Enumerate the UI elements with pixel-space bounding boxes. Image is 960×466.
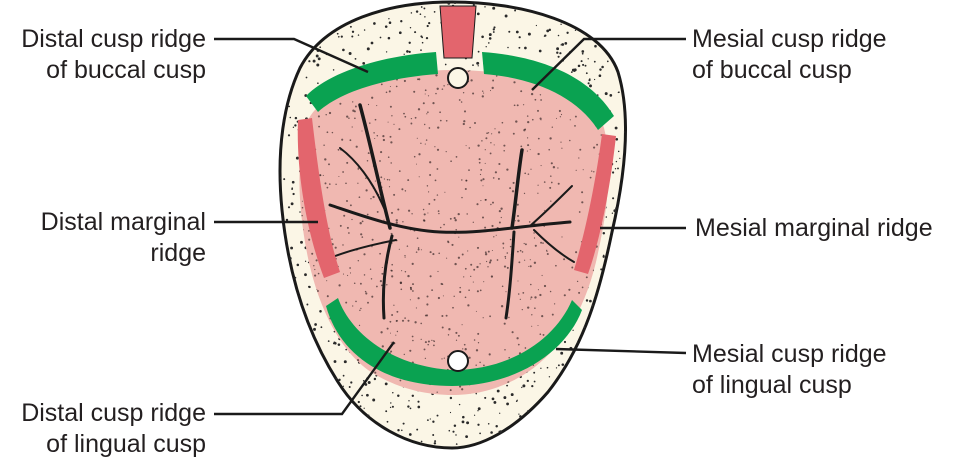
label-line: of buccal cusp <box>692 56 852 84</box>
label-line: of lingual cusp <box>46 430 206 458</box>
mesial-cusp-ridge-buccal-shape <box>482 52 614 130</box>
leader-mesial-cusp-ridge-buccal <box>531 37 686 91</box>
label-line: of lingual cusp <box>692 371 852 399</box>
leader-distal-cusp-ridge-lingual <box>214 341 395 416</box>
lingual-cusp-ridge-shape <box>326 298 582 386</box>
buccal-triangular-ridge <box>439 5 477 59</box>
label-mesial-cusp-ridge-buccal: Mesial cusp ridge of buccal cusp <box>692 24 887 86</box>
leader-distal-cusp-ridge-buccal <box>214 37 369 74</box>
label-line: Mesial marginal ridge <box>695 214 933 242</box>
label-mesial-cusp-ridge-lingual: Mesial cusp ridge of lingual cusp <box>692 339 887 401</box>
lingual-cusp-tip <box>447 350 469 372</box>
label-distal-cusp-ridge-lingual: Distal cusp ridge of lingual cusp <box>0 398 206 460</box>
label-line: ridge <box>150 239 206 267</box>
label-line: Distal cusp ridge <box>21 399 206 427</box>
label-line: of buccal cusp <box>46 56 206 84</box>
label-mesial-marginal-ridge: Mesial marginal ridge <box>695 213 933 244</box>
label-distal-cusp-ridge-buccal: Distal cusp ridge of buccal cusp <box>0 24 206 86</box>
label-distal-marginal-ridge: Distal marginal ridge <box>0 207 206 269</box>
label-line: Mesial cusp ridge <box>692 340 887 368</box>
mesial-marginal-ridge-shape <box>574 134 616 274</box>
label-line: Distal marginal <box>40 208 206 236</box>
central-groove <box>328 103 575 320</box>
label-line: Mesial cusp ridge <box>692 25 887 53</box>
label-line: Distal cusp ridge <box>21 25 206 53</box>
leader-mesial-cusp-ridge-lingual <box>555 347 687 355</box>
leader-lines <box>214 37 687 416</box>
buccal-cusp-tip <box>447 67 469 89</box>
distal-marginal-ridge-shape <box>297 118 340 278</box>
distal-cusp-ridge-buccal-shape <box>306 52 438 112</box>
